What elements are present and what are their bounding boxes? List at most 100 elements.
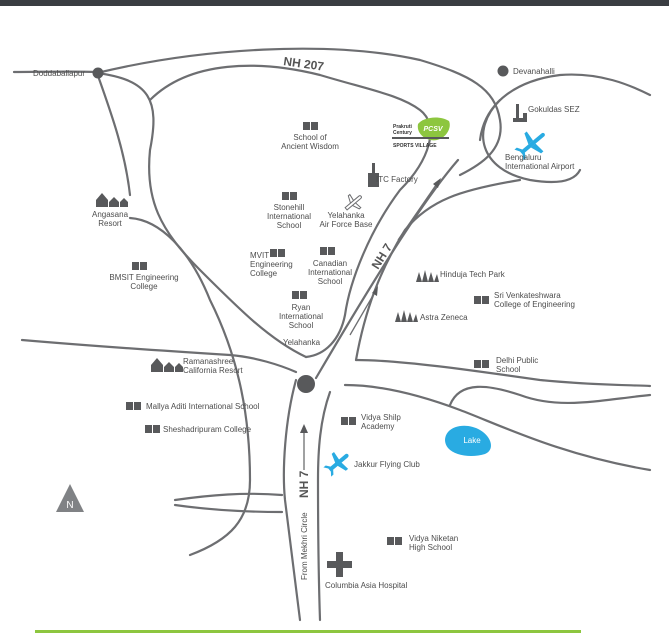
school-ancient-label-2: Ancient Wisdom [281,142,339,151]
book-icon [341,417,356,425]
house-icon [151,358,183,372]
vidyaniketan-label-1: Vidya Niketan [409,534,458,543]
hospital-cross-icon [327,552,352,577]
vidyashilp-label-1: Vidya Shilp [361,413,401,422]
astra-label: Astra Zeneca [420,313,468,322]
logo-name: SPORTS VILLAGE [393,143,437,149]
mvit-label-1: MVIT [250,251,269,260]
nh7-arrow-lower [300,424,308,470]
doddaballapur-label: Doddaballapur [33,69,85,78]
book-icon [387,537,402,545]
hinduja-label: Hinduja Tech Park [440,270,506,279]
nh7-lower-label: NH 7 [297,470,311,498]
delhi-label-1: Delhi Public [496,356,538,365]
ramanashree-label-1: Ramanashree [183,357,234,366]
stonehill-label-2: International [267,212,311,221]
book-icon [303,122,318,130]
book-icon [145,425,160,433]
angasana-label-2: Resort [98,219,122,228]
airforce-plane-icon [344,193,362,211]
nh7-arrow-middle [397,178,441,241]
vidyashilp-label-2: Academy [361,422,394,431]
book-icon [320,247,335,255]
doddaballapur-west-loop [95,71,308,359]
stonehill-label-1: Stonehill [274,203,305,212]
book-icon [282,192,297,200]
book-icon [126,402,141,410]
airforce-label-2: Air Force Base [320,220,373,229]
west-lower-road [20,338,298,374]
roads [12,47,652,622]
techpark-icon [395,310,418,322]
canadian-label-2: International [308,268,352,277]
book-icon [292,291,307,299]
angasana-road [128,216,252,557]
airplane-icon [514,131,545,161]
logo-divider [392,137,449,139]
bmsit-label-2: College [130,282,158,291]
southwest-road [173,492,284,502]
jakkur-label: Jakkur Flying Club [354,460,420,469]
srivenk-label-2: College of Engineering [494,300,575,309]
bmsit-label-1: BMSIT Engineering [109,273,178,282]
sheshadri-label: Sheshadripuram College [163,425,252,434]
doddaballapur-dot [92,67,104,79]
ramanashree-label-2: California Resort [183,366,243,375]
project-logo: Prakruti Century PCSV SPORTS VILLAGE [392,117,450,149]
from-mekhri-label: From Mekhri Circle [300,512,309,580]
south-connector-road [173,503,284,514]
ryan-label-3: School [289,321,314,330]
mvit-label-3: College [250,269,278,278]
airport-label-2: International Airport [505,162,575,171]
airplane-icon [323,452,349,477]
delhi-label-2: School [496,365,521,374]
northwest-road [95,71,132,197]
nh207-road [95,47,502,177]
house-icon [96,193,128,207]
airforce-label-1: Yelahanka [327,211,365,220]
bottom-accent-bar [35,630,581,633]
vidyaniketan-label-2: High School [409,543,452,552]
north-arrow-icon [56,484,84,512]
srivenk-label-1: Sri Venkateshwara [494,291,561,300]
itc-label: ITC Factory [376,175,418,184]
lake-road [448,385,652,407]
lower-east-road [316,390,332,622]
east-south-road [343,383,652,472]
book-icon [474,360,489,368]
ryan-label-2: International [279,312,323,321]
ryan-label-1: Ryan [292,303,311,312]
logo-line1: Prakruti [393,124,413,130]
techpark-icon [416,270,439,282]
devanahalli-dot [497,65,509,77]
east-middle-road [354,358,652,388]
canadian-label-3: School [318,277,343,286]
lake-label: Lake [463,436,481,445]
school-ancient-label-1: School of [293,133,327,142]
nh7-lower-road [282,378,302,622]
columbia-label: Columbia Asia Hospital [325,581,407,590]
north-label: N [66,500,73,511]
gokuldas-label: Gokuldas SEZ [528,105,580,114]
angasana-label-1: Angasana [92,210,129,219]
mvit-label-2: Engineering [250,260,293,269]
airport-label-1: Bengaluru [505,153,541,162]
airport-loop-road [482,98,582,184]
canadian-label-1: Canadian [313,259,347,268]
logo-badge [417,117,450,141]
logo-line2: Century [393,130,412,136]
factory-icon [368,163,379,187]
lake-shape [445,425,492,456]
place-labels: Doddaballapur Devanahalli Gokuldas SEZ B… [33,67,580,590]
logo-badge-text: PCSV [423,126,443,133]
nh207-label: NH 207 [283,54,326,74]
mallya-label: Mallya Aditi International School [146,402,260,411]
yelahanka-label: Yelahanka [283,338,321,347]
book-icon [474,296,489,304]
top-bar [0,0,669,6]
devanahalli-label: Devanahalli [513,67,555,76]
factory-icon [513,104,527,122]
book-icon [132,262,147,270]
stonehill-label-3: School [277,221,302,230]
